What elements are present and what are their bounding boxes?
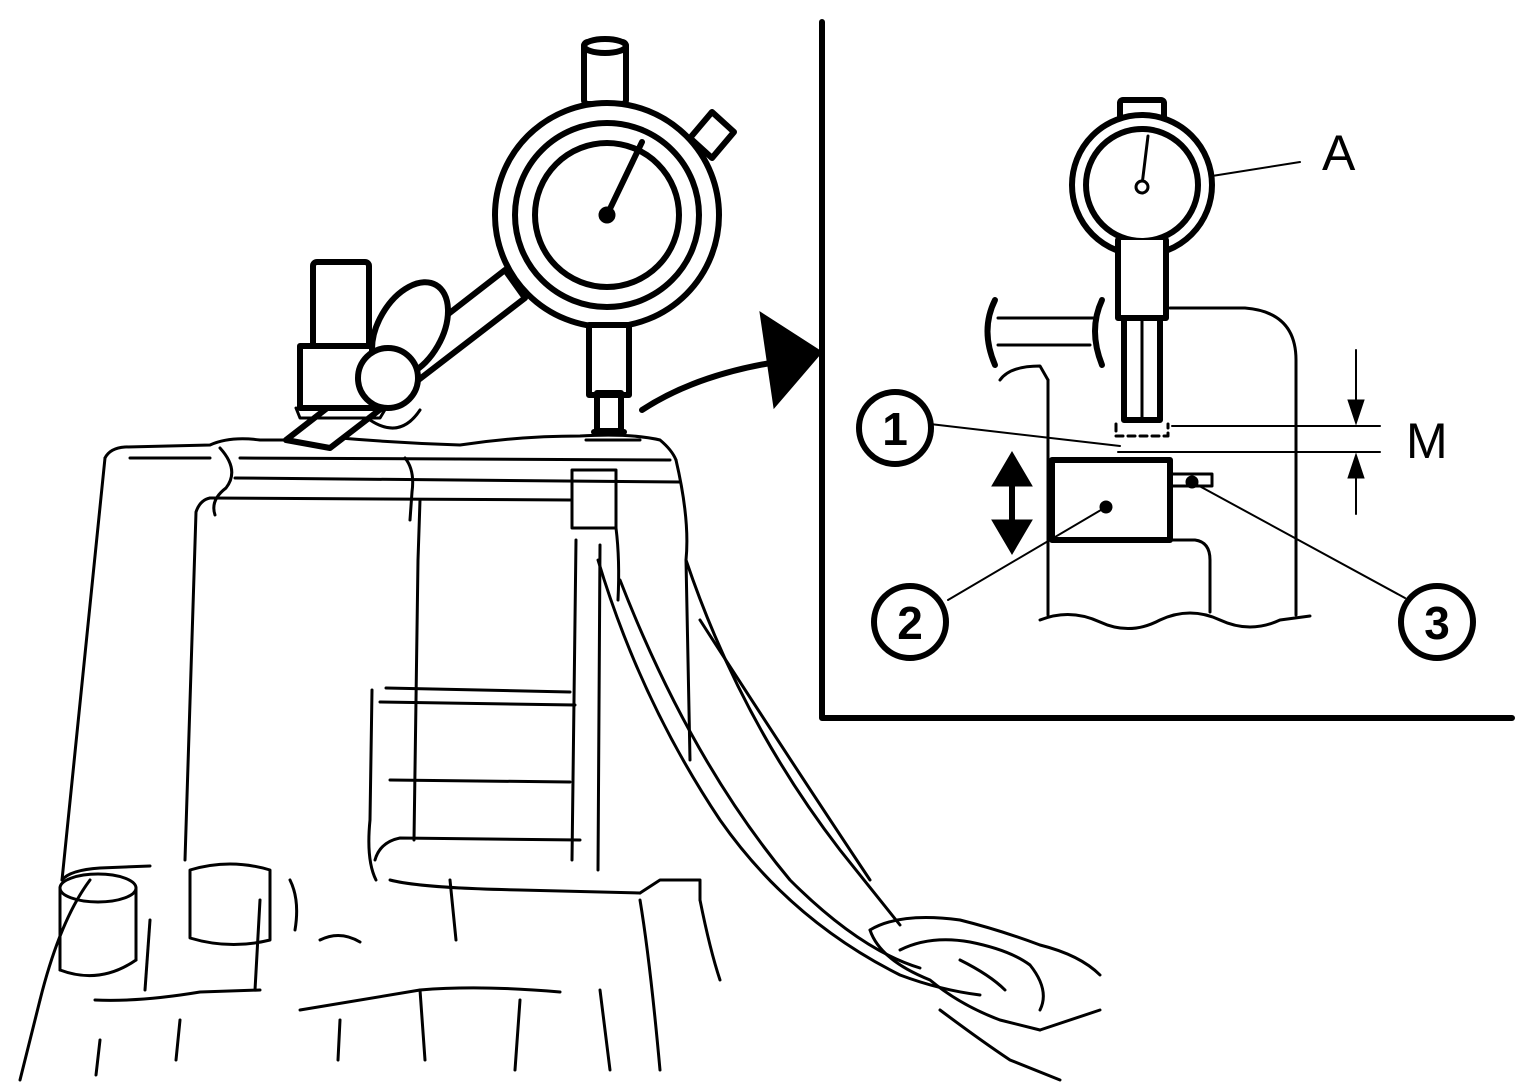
label-gap: M xyxy=(1406,413,1448,469)
callout-3: 3 xyxy=(1398,583,1476,661)
callout-2: 2 xyxy=(871,583,949,661)
detail-inset-frame xyxy=(819,19,1515,721)
callout-1-label: 1 xyxy=(882,403,908,455)
detail-view xyxy=(929,97,1406,631)
detail-pointer-arrow xyxy=(639,310,823,413)
main-dial-gauge xyxy=(492,36,737,442)
callout-1: 1 xyxy=(856,389,934,467)
transmission-case xyxy=(18,433,1102,1082)
gauge-stand xyxy=(283,259,528,451)
callout-2-label: 2 xyxy=(897,597,923,649)
callout-3-label: 3 xyxy=(1424,597,1450,649)
label-dial-gauge: A xyxy=(1322,125,1356,181)
